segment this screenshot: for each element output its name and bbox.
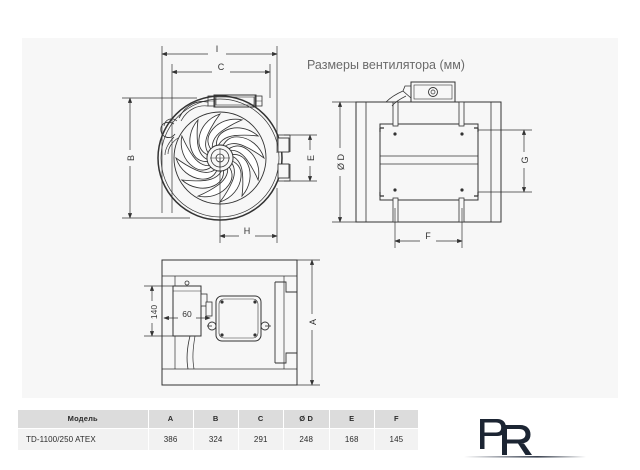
cell-f: 145 [374,428,418,450]
cell-od: 248 [283,428,330,450]
dim-label-60: 60 [182,309,192,319]
brand-logo [464,419,586,458]
front-inlet-view: I C B [122,43,318,243]
dim-label-E: E [306,155,316,161]
cell-a: 386 [148,428,194,450]
column-header-e: E [329,410,375,429]
dim-label-C: C [218,62,225,72]
column-header-a: A [148,410,194,429]
fan-dimensions-drawing: Размеры вентилятора (мм) I [122,43,532,386]
table-row: TD-1100/250 ATEX 386 324 291 248 168 145 [18,428,418,450]
table-header-row: Модель A B C Ø D E F [18,410,418,429]
column-header-f: F [374,410,418,429]
dim-label-B: B [126,155,136,161]
dim-label-A: A [308,319,318,325]
top-view: Ø D G F [332,81,532,248]
column-header-model: Модель [18,410,149,429]
column-header-b: B [193,410,239,429]
specifications-table: Модель A B C Ø D E F TD-1100/250 ATEX 38… [18,410,418,450]
dim-label-H: H [244,226,251,236]
cell-c: 291 [238,428,284,450]
cell-e: 168 [329,428,375,450]
dim-label-I: I [216,44,219,54]
column-header-c: C [238,410,284,429]
drawing-panel: Размеры вентилятора (мм) I [22,38,618,398]
column-header-od: Ø D [283,410,330,429]
cell-b: 324 [193,428,239,450]
side-view: 140 60 A [144,259,320,386]
drawing-title: Размеры вентилятора (мм) [307,58,465,72]
cell-model: TD-1100/250 ATEX [18,428,149,450]
dim-label-140: 140 [149,305,159,319]
dim-label-G: G [520,156,530,163]
dim-label-F: F [425,231,431,241]
dim-label-OD: Ø D [336,154,346,171]
